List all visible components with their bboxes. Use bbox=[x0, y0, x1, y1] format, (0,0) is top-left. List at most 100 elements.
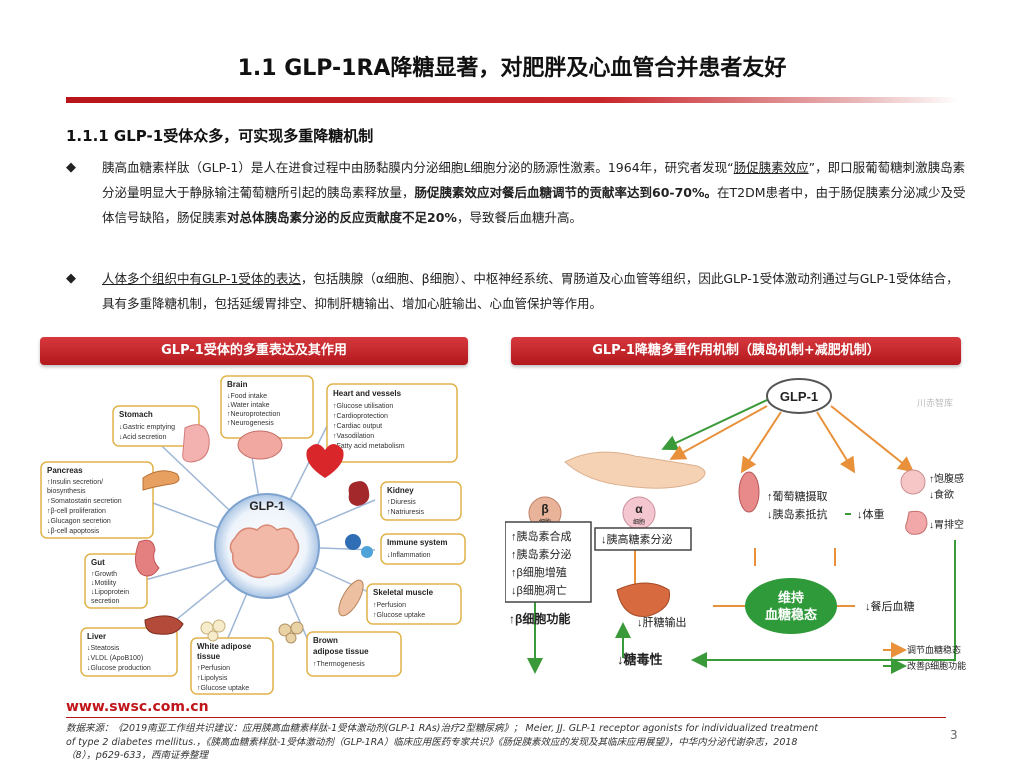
svg-text:Kidney: Kidney bbox=[387, 486, 414, 495]
toxicity-effect: ↓糖毒性 bbox=[617, 652, 663, 667]
right-figure-header: GLP-1降糖多重作用机制（胰岛机制+减肥机制） bbox=[511, 337, 961, 365]
glp1-receptor-figure: GLP-1 Brain ↓Food intake ↓Water intake ↑… bbox=[35, 370, 475, 700]
svg-text:adipose tissue: adipose tissue bbox=[313, 647, 369, 656]
white-adipose-icon bbox=[200, 619, 226, 642]
svg-text:Skeletal muscle: Skeletal muscle bbox=[373, 588, 434, 597]
legend-item-2: 改善β细胞功能 bbox=[907, 660, 966, 671]
center-line-2: 血糖稳态 bbox=[765, 607, 817, 622]
muscle-effect-2: ↓胰岛素抵抗 bbox=[767, 507, 828, 521]
svg-text:↑Insulin secretion/: ↑Insulin secretion/ bbox=[47, 479, 103, 486]
svg-text:↑Diuresis: ↑Diuresis bbox=[387, 499, 416, 506]
liver-effect: ↓肝糖输出 bbox=[637, 615, 687, 629]
source-note: 数据来源：《2019南亚工作组共识建议：应用胰高血糖素样肽-1受体激动剂(GLP… bbox=[66, 723, 818, 761]
svg-text:↓Acid secretion: ↓Acid secretion bbox=[119, 434, 167, 441]
organ-box-liver: Liver ↓Steatosis ↓VLDL (ApoB100) ↓Glucos… bbox=[80, 627, 178, 677]
organ-box-skeletal-muscle: Skeletal muscle ↑Perfusion ↑Glucose upta… bbox=[366, 583, 462, 625]
svg-text:↑Natriuresis: ↑Natriuresis bbox=[387, 509, 424, 516]
svg-text:↓Steatosis: ↓Steatosis bbox=[87, 645, 120, 652]
immune-cell-icon bbox=[361, 546, 373, 558]
receptor-diagram: GLP-1 Brain ↓Food intake ↓Water intake ↑… bbox=[40, 375, 466, 695]
svg-text:Brain: Brain bbox=[227, 380, 248, 389]
flow-arrows bbox=[527, 399, 956, 674]
brown-adipose-icon bbox=[278, 621, 304, 644]
page-number: 3 bbox=[950, 728, 958, 742]
kidney-icon bbox=[348, 481, 370, 506]
website-link[interactable]: www.swsc.com.cn bbox=[66, 699, 209, 715]
svg-text:↑Growth: ↑Growth bbox=[91, 571, 117, 578]
svg-text:Stomach: Stomach bbox=[119, 410, 153, 419]
muscle-effect-1: ↑葡萄糖摄取 bbox=[767, 489, 828, 503]
svg-text:↑Glucose uptake: ↑Glucose uptake bbox=[197, 685, 249, 692]
brain-icon bbox=[237, 430, 283, 460]
svg-text:↑Perfusion: ↑Perfusion bbox=[373, 602, 406, 609]
bullet-text: 胰高血糖素样肽（GLP-1）是人在进食过程中由肠黏膜内分泌细胞L细胞分泌的肠源性… bbox=[102, 160, 966, 225]
glp1-label: GLP-1 bbox=[249, 499, 285, 513]
glp1-node-label: GLP-1 bbox=[780, 389, 818, 404]
center-line-1: 维持 bbox=[778, 590, 804, 605]
svg-text:↓Gastric emptying: ↓Gastric emptying bbox=[119, 424, 175, 431]
title-divider bbox=[66, 97, 959, 103]
svg-text:↓Water intake: ↓Water intake bbox=[227, 402, 270, 409]
page-title: 1.1 GLP-1RA降糖显著，对肥胖及心血管合并患者友好 bbox=[237, 56, 787, 81]
mechanism-diagram: 川赤智库 GLP-1 β 细胞 α 细胞 ↑胰岛素合成 ↑胰岛素分泌 ↑β细胞增… bbox=[504, 378, 966, 674]
bullet-text: 人体多个组织中有GLP-1受体的表达，包括胰腺（α细胞、β细胞）、中枢神经系统、… bbox=[102, 271, 959, 311]
svg-text:↑Lipolysis: ↑Lipolysis bbox=[197, 675, 228, 682]
weight-effect: ↓体重 bbox=[857, 507, 885, 521]
svg-text:↑Glucose uptake: ↑Glucose uptake bbox=[373, 612, 425, 619]
svg-text:↑Somatostatin secretion: ↑Somatostatin secretion bbox=[47, 498, 122, 505]
gastric-effect: ↓胃排空 bbox=[929, 518, 964, 531]
organ-box-brown-adipose: Brown adipose tissue ↑Thermogenesis bbox=[306, 631, 402, 677]
gut-icon bbox=[135, 539, 160, 577]
glucose-homeostasis-node bbox=[745, 578, 837, 634]
svg-text:↓Glucagon secretion: ↓Glucagon secretion bbox=[47, 518, 111, 525]
svg-text:↑Neurogenesis: ↑Neurogenesis bbox=[227, 420, 274, 427]
section-heading: 1.1.1 GLP-1受体众多，可实现多重降糖机制 bbox=[66, 127, 374, 145]
immune-cell-icon bbox=[345, 534, 361, 550]
diamond-bullet-icon: ◆ bbox=[66, 271, 76, 286]
heart-icon bbox=[306, 444, 344, 478]
left-figure-header: GLP-1受体的多重表达及其作用 bbox=[40, 337, 468, 365]
svg-text:↑Cardioprotection: ↑Cardioprotection bbox=[333, 413, 388, 420]
organ-box-brain: Brain ↓Food intake ↓Water intake ↑Neurop… bbox=[220, 375, 314, 439]
brain-icon bbox=[900, 469, 926, 495]
svg-text:Liver: Liver bbox=[87, 632, 106, 641]
beta-function-label: ↑β细胞功能 bbox=[509, 611, 570, 626]
diamond-bullet-icon: ◆ bbox=[66, 160, 76, 175]
muscle-icon bbox=[738, 471, 760, 513]
beta-effect-3: ↑β细胞增殖 bbox=[511, 565, 567, 579]
svg-text:↑Perfusion: ↑Perfusion bbox=[197, 665, 230, 672]
svg-text:↑Thermogenesis: ↑Thermogenesis bbox=[313, 661, 365, 668]
svg-text:Gut: Gut bbox=[91, 558, 105, 567]
postprandial-effect: ↓餐后血糖 bbox=[865, 599, 915, 613]
legend-item-1: 调节血糖稳态 bbox=[907, 644, 961, 655]
svg-text:Heart and vessels: Heart and vessels bbox=[333, 389, 402, 398]
bullet-paragraph-2: ◆ 人体多个组织中有GLP-1受体的表达，包括胰腺（α细胞、β细胞）、中枢神经系… bbox=[66, 266, 966, 316]
svg-text:Brown: Brown bbox=[313, 636, 338, 645]
glp1-mechanism-figure: 川赤智库 GLP-1 β 细胞 α 细胞 ↑胰岛素合成 ↑胰岛素分泌 ↑β细胞增… bbox=[504, 370, 975, 700]
svg-text:↓Inflammation: ↓Inflammation bbox=[387, 552, 431, 559]
svg-text:tissue: tissue bbox=[197, 652, 221, 661]
organ-box-pancreas: Pancreas ↑Insulin secretion/ biosynthesi… bbox=[40, 461, 154, 539]
source-divider bbox=[66, 717, 946, 718]
beta-label: β bbox=[541, 502, 548, 516]
organ-box-heart: Heart and vessels ↑Glucose utilisation ↑… bbox=[326, 383, 458, 463]
bullet-paragraph-1: ◆ 胰高血糖素样肽（GLP-1）是人在进食过程中由肠黏膜内分泌细胞L细胞分泌的肠… bbox=[66, 155, 966, 230]
liver-icon bbox=[144, 615, 184, 635]
beta-effect-1: ↑胰岛素合成 bbox=[511, 529, 572, 543]
organ-box-kidney: Kidney ↑Diuresis ↑Natriuresis bbox=[380, 481, 462, 521]
pancreas-icon bbox=[142, 470, 180, 491]
beta-effect-4: ↓β细胞凋亡 bbox=[511, 583, 567, 597]
appetite-effect-1: ↑饱腹感 bbox=[929, 472, 964, 485]
svg-text:↓β-cell apoptosis: ↓β-cell apoptosis bbox=[47, 528, 100, 535]
svg-text:↓VLDL (ApoB100): ↓VLDL (ApoB100) bbox=[87, 655, 143, 662]
svg-text:↓Glucose production: ↓Glucose production bbox=[87, 665, 151, 672]
organ-box-gut: Gut ↑Growth ↓Motility ↓Lipoprotein secre… bbox=[84, 553, 148, 609]
pancreas-icon bbox=[564, 451, 706, 489]
svg-text:Pancreas: Pancreas bbox=[47, 466, 83, 475]
svg-text:↓Fatty acid metabolism: ↓Fatty acid metabolism bbox=[333, 443, 405, 450]
glp1-node bbox=[766, 378, 832, 414]
muscle-icon bbox=[338, 579, 364, 617]
svg-text:↑Cardiac output: ↑Cardiac output bbox=[333, 423, 382, 430]
alpha-effect: ↓胰高糖素分泌 bbox=[601, 532, 673, 546]
svg-text:biosynthesis: biosynthesis bbox=[47, 488, 86, 495]
